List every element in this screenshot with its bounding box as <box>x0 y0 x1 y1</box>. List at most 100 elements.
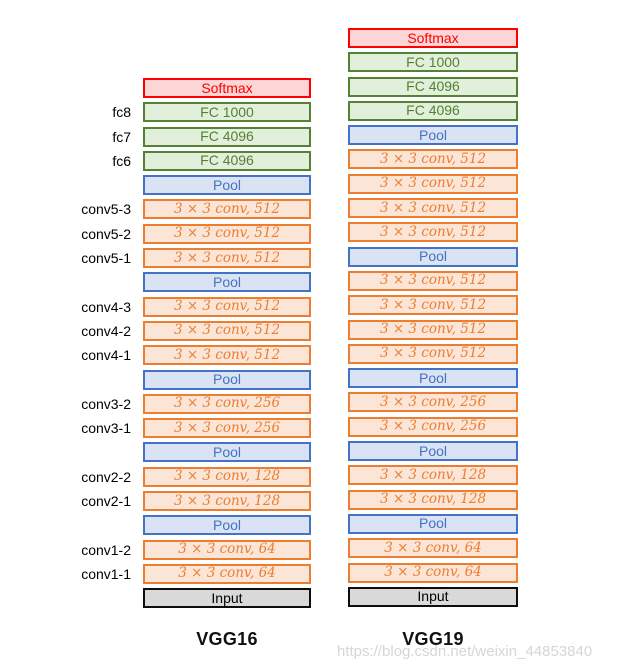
conv-layer-box: 3 × 3 conv, 512 <box>143 223 311 244</box>
layer-side-label <box>0 175 143 195</box>
layer-row: 3 × 3 conv, 64 <box>348 538 518 559</box>
input-layer-box: Input <box>143 588 311 609</box>
layer-row: FC 1000 <box>348 52 518 73</box>
layer-side-label: conv3-1 <box>81 420 131 437</box>
layer-side-label <box>0 442 143 462</box>
layer-row: Pool <box>0 515 311 536</box>
layer-row: Softmax <box>348 28 518 48</box>
conv-layer-box: 3 × 3 conv, 512 <box>143 320 311 341</box>
layer-row: 3 × 3 conv, 64 <box>348 562 518 583</box>
conv-layer-box: 3 × 3 conv, 512 <box>143 345 311 366</box>
layer-row: 3 × 3 conv, 512 <box>348 319 518 340</box>
layer-side-label: conv2-2 <box>81 468 131 485</box>
pool-layer-box: Pool <box>143 369 311 390</box>
layer-row: Pool <box>0 369 311 390</box>
layer-side-label: conv3-2 <box>81 395 131 412</box>
layer-row: 3 × 3 conv, 512 <box>348 198 518 219</box>
layer-side-label: fc7 <box>112 128 131 145</box>
layer-row: FC 4096 <box>348 100 518 121</box>
conv-layer-box: 3 × 3 conv, 512 <box>348 343 518 364</box>
conv-layer-box: 3 × 3 conv, 64 <box>143 563 311 584</box>
softmax-layer-box: Softmax <box>348 28 518 48</box>
layer-side-label: conv4-2 <box>81 322 131 339</box>
pool-layer-box: Pool <box>143 442 311 463</box>
layer-row: conv5-2 3 × 3 conv, 512 <box>0 223 311 244</box>
layer-side-label: conv5-1 <box>81 250 131 267</box>
layer-side-label <box>0 370 143 390</box>
conv-layer-box: 3 × 3 conv, 512 <box>348 295 518 316</box>
layer-side-label: conv5-2 <box>81 225 131 242</box>
layer-side-label: fc8 <box>112 104 131 121</box>
layer-row: conv3-1 3 × 3 conv, 256 <box>0 418 311 439</box>
pool-layer-box: Pool <box>348 246 518 267</box>
layer-row: 3 × 3 conv, 128 <box>348 489 518 510</box>
layer-row: Pool <box>0 272 311 293</box>
layer-side-label: fc6 <box>112 152 131 169</box>
pool-layer-box: Pool <box>143 175 311 196</box>
conv-layer-box: 3 × 3 conv, 512 <box>348 173 518 194</box>
conv-layer-box: 3 × 3 conv, 512 <box>348 198 518 219</box>
layer-row: 3 × 3 conv, 512 <box>348 222 518 243</box>
vgg16-title: VGG16 <box>196 629 258 649</box>
layer-row: Input <box>348 586 518 607</box>
conv-layer-box: 3 × 3 conv, 256 <box>143 418 311 439</box>
watermark-url: https://blog.csdn.net/weixin_44853840 <box>337 643 593 660</box>
layer-row: 3 × 3 conv, 512 <box>348 295 518 316</box>
layer-row: 3 × 3 conv, 512 <box>348 270 518 291</box>
layer-row: Pool <box>348 246 518 267</box>
pool-layer-box: Pool <box>348 513 518 534</box>
conv-layer-box: 3 × 3 conv, 128 <box>143 466 311 487</box>
layer-row: 3 × 3 conv, 256 <box>348 416 518 437</box>
layer-row: conv1-1 3 × 3 conv, 64 <box>0 563 311 584</box>
fc-layer-box: FC 4096 <box>143 150 311 171</box>
fc-layer-box: FC 4096 <box>348 100 518 121</box>
layer-row: 3 × 3 conv, 512 <box>348 343 518 364</box>
layer-row: Pool <box>348 513 518 534</box>
pool-layer-box: Pool <box>143 515 311 536</box>
input-layer-box: Input <box>348 586 518 607</box>
conv-layer-box: 3 × 3 conv, 64 <box>143 539 311 560</box>
conv-layer-box: 3 × 3 conv, 512 <box>143 296 311 317</box>
layer-row: Pool <box>348 441 518 462</box>
conv-layer-box: 3 × 3 conv, 512 <box>143 248 311 269</box>
layer-row: conv4-1 3 × 3 conv, 512 <box>0 345 311 366</box>
layer-row: Input <box>0 588 311 609</box>
layer-row: FC 4096 <box>348 76 518 97</box>
conv-layer-box: 3 × 3 conv, 512 <box>348 149 518 170</box>
conv-layer-box: 3 × 3 conv, 512 <box>348 319 518 340</box>
layer-row: 3 × 3 conv, 512 <box>348 149 518 170</box>
pool-layer-box: Pool <box>348 368 518 389</box>
layer-side-label <box>0 272 143 292</box>
layer-side-label <box>0 515 143 535</box>
layer-side-label: conv1-1 <box>81 565 131 582</box>
softmax-layer-box: Softmax <box>143 78 311 98</box>
fc-layer-box: FC 4096 <box>348 76 518 97</box>
fc-layer-box: FC 4096 <box>143 126 311 147</box>
layer-row: 3 × 3 conv, 512 <box>348 173 518 194</box>
conv-layer-box: 3 × 3 conv, 64 <box>348 538 518 559</box>
conv-layer-box: 3 × 3 conv, 128 <box>348 465 518 486</box>
layer-side-label: conv4-3 <box>81 298 131 315</box>
layer-row: fc6 FC 4096 <box>0 150 311 171</box>
layer-row: conv4-2 3 × 3 conv, 512 <box>0 320 311 341</box>
layer-row: Softmax <box>0 78 311 98</box>
pool-layer-box: Pool <box>143 272 311 293</box>
conv-layer-box: 3 × 3 conv, 128 <box>348 489 518 510</box>
conv-layer-box: 3 × 3 conv, 256 <box>348 416 518 437</box>
layer-row: Pool <box>348 368 518 389</box>
vgg19-title: VGG19 <box>402 629 464 649</box>
layer-side-label: conv4-1 <box>81 347 131 364</box>
fc-layer-box: FC 1000 <box>143 102 311 123</box>
layer-row: conv4-3 3 × 3 conv, 512 <box>0 296 311 317</box>
layer-row: 3 × 3 conv, 256 <box>348 392 518 413</box>
conv-layer-box: 3 × 3 conv, 512 <box>348 270 518 291</box>
layer-row: Pool <box>348 125 518 146</box>
layer-row: Pool <box>0 175 311 196</box>
pool-layer-box: Pool <box>348 125 518 146</box>
